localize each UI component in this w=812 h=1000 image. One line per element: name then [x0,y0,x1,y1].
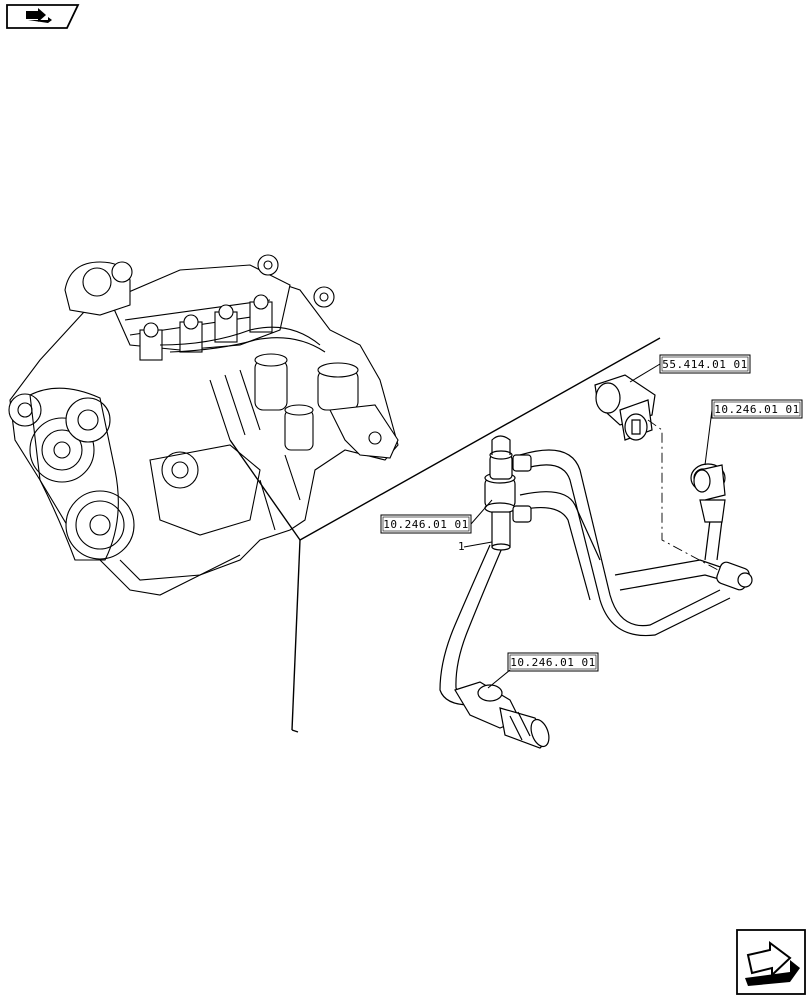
ref-fitting-lower-label: 10.246.01 01 [510,656,595,669]
ref-injector-lines-leader [470,499,493,525]
book-arrow-icon[interactable] [6,4,80,29]
item-number-label: 1 [458,540,465,553]
ref-box-injector-lines[interactable]: 10.246.01 01 [380,514,472,534]
ref-box-fitting-lower[interactable]: 10.246.01 01 [507,652,599,672]
pipe-assembly [439,435,753,749]
detail-leader-lines [229,337,661,733]
ref-box-fitting-right[interactable]: 10.246.01 01 [711,399,803,419]
ref-fitting-lower-leader [487,669,511,689]
ref-fitting-right-label: 10.246.01 01 [714,403,799,416]
ref-sensor-leader [629,363,661,383]
assembly-dash-line [647,419,719,571]
ref-fitting-right-leader [704,409,713,466]
pressure-sensor [594,374,656,441]
engine-illustration [8,254,399,596]
ref-box-sensor[interactable]: 55.414.01 01 [659,354,751,374]
next-page-arrow-icon[interactable] [736,929,806,995]
item-callout-1[interactable]: 1 [458,540,493,553]
ref-injector-lines-label: 10.246.01 01 [383,518,468,531]
ref-sensor-label: 55.414.01 01 [662,358,747,371]
